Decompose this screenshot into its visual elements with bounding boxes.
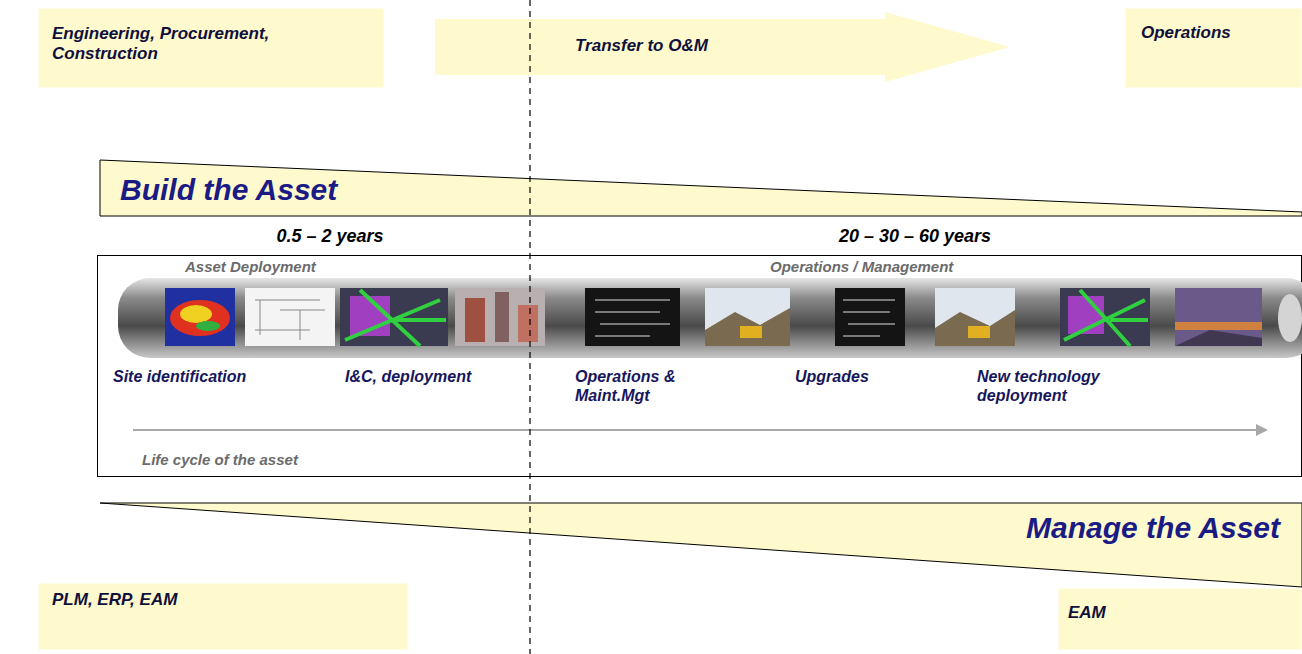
system-box xyxy=(1059,589,1302,650)
build-wedge xyxy=(100,160,1302,216)
lifecycle-arrow xyxy=(133,429,1258,431)
node-text: Engineering, Procurement, Construction xyxy=(52,24,312,65)
node-outline xyxy=(97,255,1302,477)
thumbnail xyxy=(835,288,905,346)
node-outline xyxy=(1125,8,1302,88)
duration-label: 0.5 – 2 years xyxy=(276,226,383,248)
strip-cap xyxy=(1278,294,1302,342)
phase-box xyxy=(1126,9,1302,88)
duration-label: 20 – 30 – 60 years xyxy=(839,226,991,248)
phase-divider xyxy=(529,0,530,654)
system-box: PLM, ERP, EAM xyxy=(38,583,408,650)
lifecycle-panel xyxy=(98,256,1302,477)
node-text: Transfer to O&M xyxy=(575,36,708,56)
thumbnail xyxy=(1060,288,1150,346)
node-text: Manage the Asset xyxy=(1026,511,1280,544)
node-text: Operations xyxy=(1141,23,1231,43)
phase-box: Operations xyxy=(1125,8,1302,88)
thumbnail xyxy=(245,288,335,346)
manage-wedge: Manage the Asset xyxy=(100,503,1302,587)
build-wedge: Build the Asset xyxy=(100,160,1302,217)
thumbnail xyxy=(455,288,545,346)
node-text: Site identification xyxy=(113,367,246,386)
node-text: New technology deployment xyxy=(977,367,1127,405)
phase-box xyxy=(39,9,384,88)
node-text: I&C, deployment xyxy=(345,367,471,386)
image-strip xyxy=(118,278,1302,358)
node-text: Upgrades xyxy=(795,367,869,386)
node-text: Operations / Management xyxy=(770,258,953,276)
node-text: EAM xyxy=(1068,603,1106,623)
node-text: PLM, ERP, EAM xyxy=(52,590,177,610)
node-text: Asset Deployment xyxy=(185,258,316,276)
thumbnail xyxy=(165,288,235,346)
node-text: Life cycle of the asset xyxy=(142,451,298,469)
thumbnail xyxy=(1175,288,1262,346)
thumbnail xyxy=(340,288,448,346)
node-outline xyxy=(435,12,1010,82)
thumbnail xyxy=(935,288,1015,346)
thumbnail xyxy=(585,288,680,346)
transfer-arrow xyxy=(435,12,1010,82)
transfer-arrow: Transfer to O&M xyxy=(435,12,1010,82)
system-box: EAM xyxy=(1058,588,1302,650)
thumbnail xyxy=(705,288,790,346)
node-text: Operations & Maint.Mgt xyxy=(575,367,705,405)
manage-wedge xyxy=(100,503,1302,587)
lifecycle-panel: Asset Deployment Operations / ManagementS… xyxy=(97,255,1302,477)
phase-box: Engineering, Procurement, Construction xyxy=(38,8,384,88)
system-box xyxy=(39,584,408,650)
node-text: Build the Asset xyxy=(120,173,337,206)
